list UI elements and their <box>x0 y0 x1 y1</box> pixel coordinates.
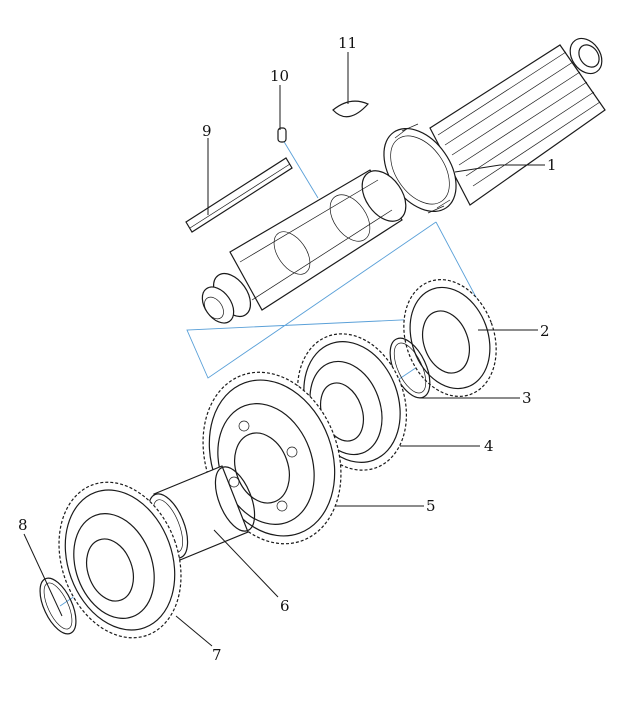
callout-10: 10 <box>270 67 289 85</box>
callout-8: 8 <box>18 516 28 534</box>
snap-ring-small <box>39 577 77 635</box>
woodruff-key <box>332 100 370 118</box>
main-shaft <box>201 37 606 324</box>
callout-2: 2 <box>540 322 550 340</box>
callout-1: 1 <box>547 156 557 174</box>
small-gear <box>403 279 497 397</box>
callout-labels: 1 2 3 4 5 6 7 8 9 10 11 <box>18 34 557 664</box>
hub-gear <box>58 481 182 639</box>
callout-7: 7 <box>212 646 222 664</box>
large-gear <box>202 371 342 545</box>
callout-3: 3 <box>522 389 532 407</box>
callout-6: 6 <box>280 597 290 615</box>
pin <box>277 127 287 143</box>
leader-lines <box>23 52 545 647</box>
callout-4: 4 <box>484 437 494 455</box>
key-bar <box>185 157 293 233</box>
callout-11: 11 <box>338 34 357 52</box>
callout-9: 9 <box>202 122 212 140</box>
callout-5: 5 <box>426 497 436 515</box>
